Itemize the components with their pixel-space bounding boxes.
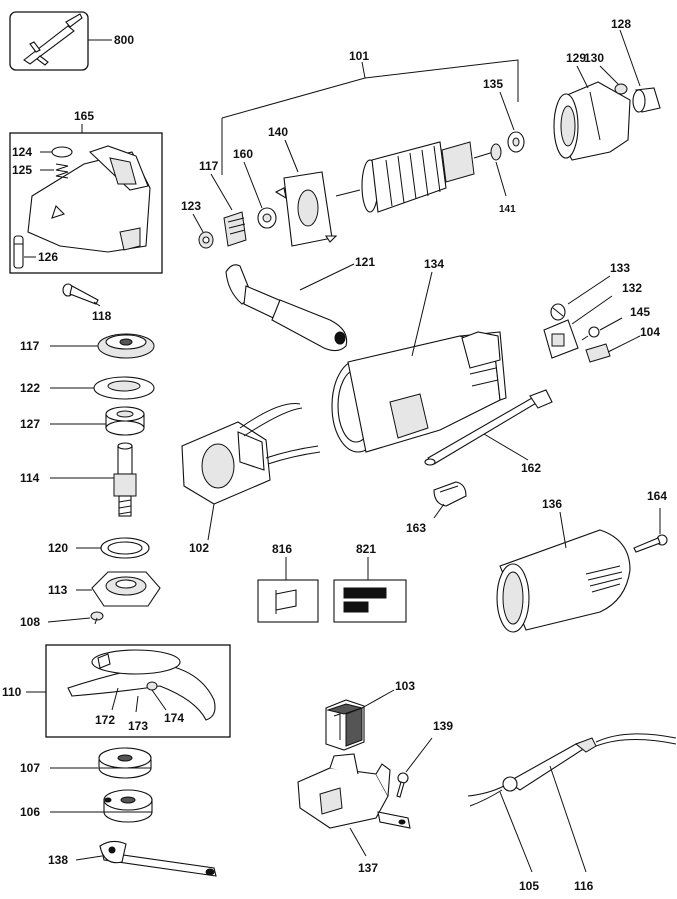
part-129-end-housing xyxy=(553,81,631,161)
label-165: 165 xyxy=(74,109,94,123)
part-173-screw xyxy=(135,695,139,713)
part-106-clamp-nut xyxy=(103,789,153,823)
part-163-switch-button xyxy=(433,481,467,507)
label-800: 800 xyxy=(114,33,134,47)
label-137: 137 xyxy=(358,861,378,875)
part-128-bearing-cap xyxy=(632,87,661,113)
part-120-washer xyxy=(100,537,150,559)
label-120: 120 xyxy=(48,541,68,555)
part-114-spindle xyxy=(113,442,137,517)
part-103-switch xyxy=(325,699,365,751)
part-133-spring xyxy=(550,303,566,321)
label-160: 160 xyxy=(233,147,253,161)
part-141-washer xyxy=(490,143,502,161)
label-821: 821 xyxy=(356,542,376,556)
label-118: 118 xyxy=(92,309,112,323)
label-163: 163 xyxy=(406,521,426,535)
part-113-flange-housing xyxy=(91,571,161,607)
label-130: 130 xyxy=(584,51,604,65)
label-124: 124 xyxy=(12,145,32,159)
part-105-power-cord xyxy=(467,733,677,807)
label-174: 174 xyxy=(164,711,184,725)
label-103: 103 xyxy=(395,679,415,693)
label-116: 116 xyxy=(574,879,594,893)
label-162: 162 xyxy=(521,461,541,475)
label-108: 108 xyxy=(20,615,40,629)
part-132-brush-holder xyxy=(543,319,579,359)
label-136: 136 xyxy=(542,497,562,511)
label-132: 132 xyxy=(622,281,642,295)
label-138: 138 xyxy=(48,853,68,867)
label-125: 125 xyxy=(12,163,32,177)
label-105: 105 xyxy=(519,879,539,893)
part-816-label-plate xyxy=(257,579,319,623)
label-126: 126 xyxy=(38,250,58,264)
part-107-outer-flange xyxy=(98,747,152,779)
label-133: 133 xyxy=(610,261,630,275)
label-139: 139 xyxy=(433,719,453,733)
label-129: 129 xyxy=(566,51,586,65)
label-123: 123 xyxy=(181,199,201,213)
part-134-motor-housing xyxy=(331,331,507,453)
label-128: 128 xyxy=(611,17,631,31)
part-145-screw xyxy=(581,326,600,341)
part-164-screw xyxy=(633,534,668,553)
label-134: 134 xyxy=(424,257,444,271)
part-139-screw xyxy=(396,772,409,798)
part-135-bearing xyxy=(507,131,525,153)
label-121: 121 xyxy=(355,255,375,269)
part-125-spring xyxy=(55,163,69,179)
part-121-side-handle xyxy=(225,264,348,352)
label-101: 101 xyxy=(349,49,369,63)
part-162-cable xyxy=(424,389,553,466)
part-armature xyxy=(335,141,501,213)
part-122-spacer xyxy=(93,376,155,400)
label-140: 140 xyxy=(268,125,288,139)
label-117-left: 117 xyxy=(20,339,40,353)
part-127-bearing xyxy=(105,406,145,436)
part-130-ring xyxy=(614,83,628,95)
label-135: 135 xyxy=(483,77,503,91)
label-114: 114 xyxy=(20,471,40,485)
label-113: 113 xyxy=(48,583,68,597)
part-117-pinion xyxy=(223,211,247,247)
part-821-label-plate xyxy=(333,579,407,623)
part-104-brush xyxy=(585,343,611,363)
part-116-cord-sleeve xyxy=(502,737,597,792)
label-816: 816 xyxy=(272,542,292,556)
part-117-bevel-gear xyxy=(97,333,155,359)
part-110-wheel-guard xyxy=(67,649,216,721)
label-172: 172 xyxy=(95,713,115,727)
part-124-ring xyxy=(51,146,73,158)
label-102: 102 xyxy=(189,541,209,555)
part-138-spanner-wrench xyxy=(99,840,217,877)
part-165-gear-case xyxy=(27,145,151,253)
part-123-nut xyxy=(198,231,214,249)
part-140-baffle xyxy=(274,171,338,247)
label-127: 127 xyxy=(20,417,40,431)
part-800-tool xyxy=(9,11,89,71)
part-102-field-stator xyxy=(181,403,321,505)
label-107: 107 xyxy=(20,761,40,775)
part-160-bearing xyxy=(257,207,277,229)
part-118-screw xyxy=(62,283,99,305)
label-106: 106 xyxy=(20,805,40,819)
label-173: 173 xyxy=(128,719,148,733)
label-104: 104 xyxy=(640,325,660,339)
label-145: 145 xyxy=(630,305,650,319)
label-122: 122 xyxy=(20,381,40,395)
label-141: 141 xyxy=(499,204,516,215)
part-108-screw xyxy=(90,611,104,625)
label-164: 164 xyxy=(647,489,667,503)
part-126-pin xyxy=(13,235,24,269)
label-117-top: 117 xyxy=(199,159,219,173)
label-110: 110 xyxy=(2,685,22,699)
part-137-switch-carrier xyxy=(297,753,411,829)
part-136-rear-cover xyxy=(496,529,631,633)
